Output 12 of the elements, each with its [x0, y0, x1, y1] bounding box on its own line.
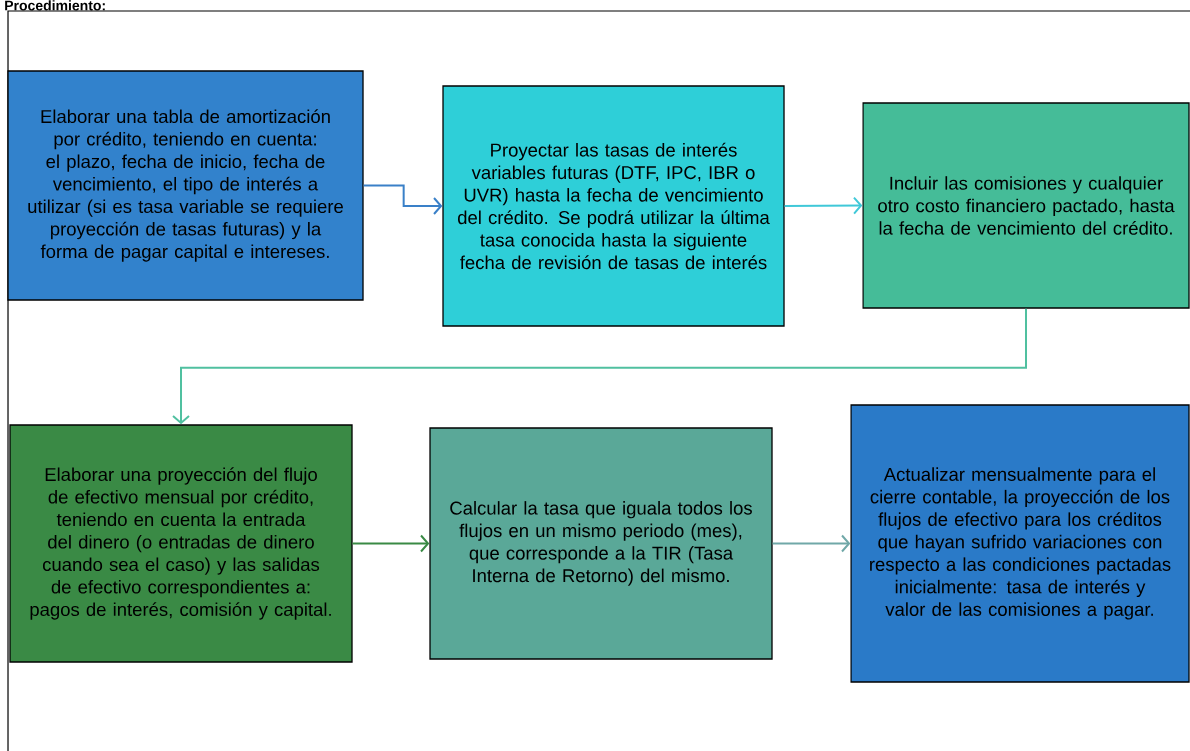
process-box: Elaborar una tabla de amortización por crédito, teniendo en cuenta: el plazo, fecha de inicio, fecha de vencimiento, el tipo de interés a utilizar (si es tasa variable se requiere proyección de tasas futuras) y la forma de pagar capital e intereses. — [7, 70, 364, 301]
arrow — [362, 184, 443, 215]
process-box: Elaborar una proyección del flujo de efectivo mensual por crédito, teniendo en cuenta la entrada del dinero (o entradas de dinero cuando sea el caso) y las salidas de efectivo correspondientes a: pagos de interés, comisión y capital. — [9, 424, 353, 663]
arrow — [172, 307, 1027, 425]
arrow — [783, 196, 863, 215]
arrow — [351, 534, 430, 553]
process-box: Proyectar las tasas de interés variables futuras (DTF, IPC, IBR o UVR) hasta la fecha de vencimiento del crédito. Se podrá utilizar la última tasa conocida hasta la siguiente fecha de revisión de tasas de interés — [442, 85, 785, 327]
process-box: Calcular la tasa que iguala todos los flujos en un mismo periodo (mes), que corresponde a la TIR (Tasa Interna de Retorno) del mismo. — [429, 427, 773, 660]
heading: Procedimiento: — [5, 0, 105, 11]
arrow — [771, 534, 851, 553]
process-box: Incluir las comisiones y cualquier otro costo financiero pactado, hasta la fecha de vencimiento del crédito. — [862, 102, 1190, 309]
process-box: Actualizar mensualmente para el cierre contable, la proyección de los flujos de efectivo para los créditos que hayan sufrido variaciones con respecto a las condiciones pactadas inicialmente: tasa de interés y valor de las comisiones a pagar. — [850, 404, 1190, 683]
